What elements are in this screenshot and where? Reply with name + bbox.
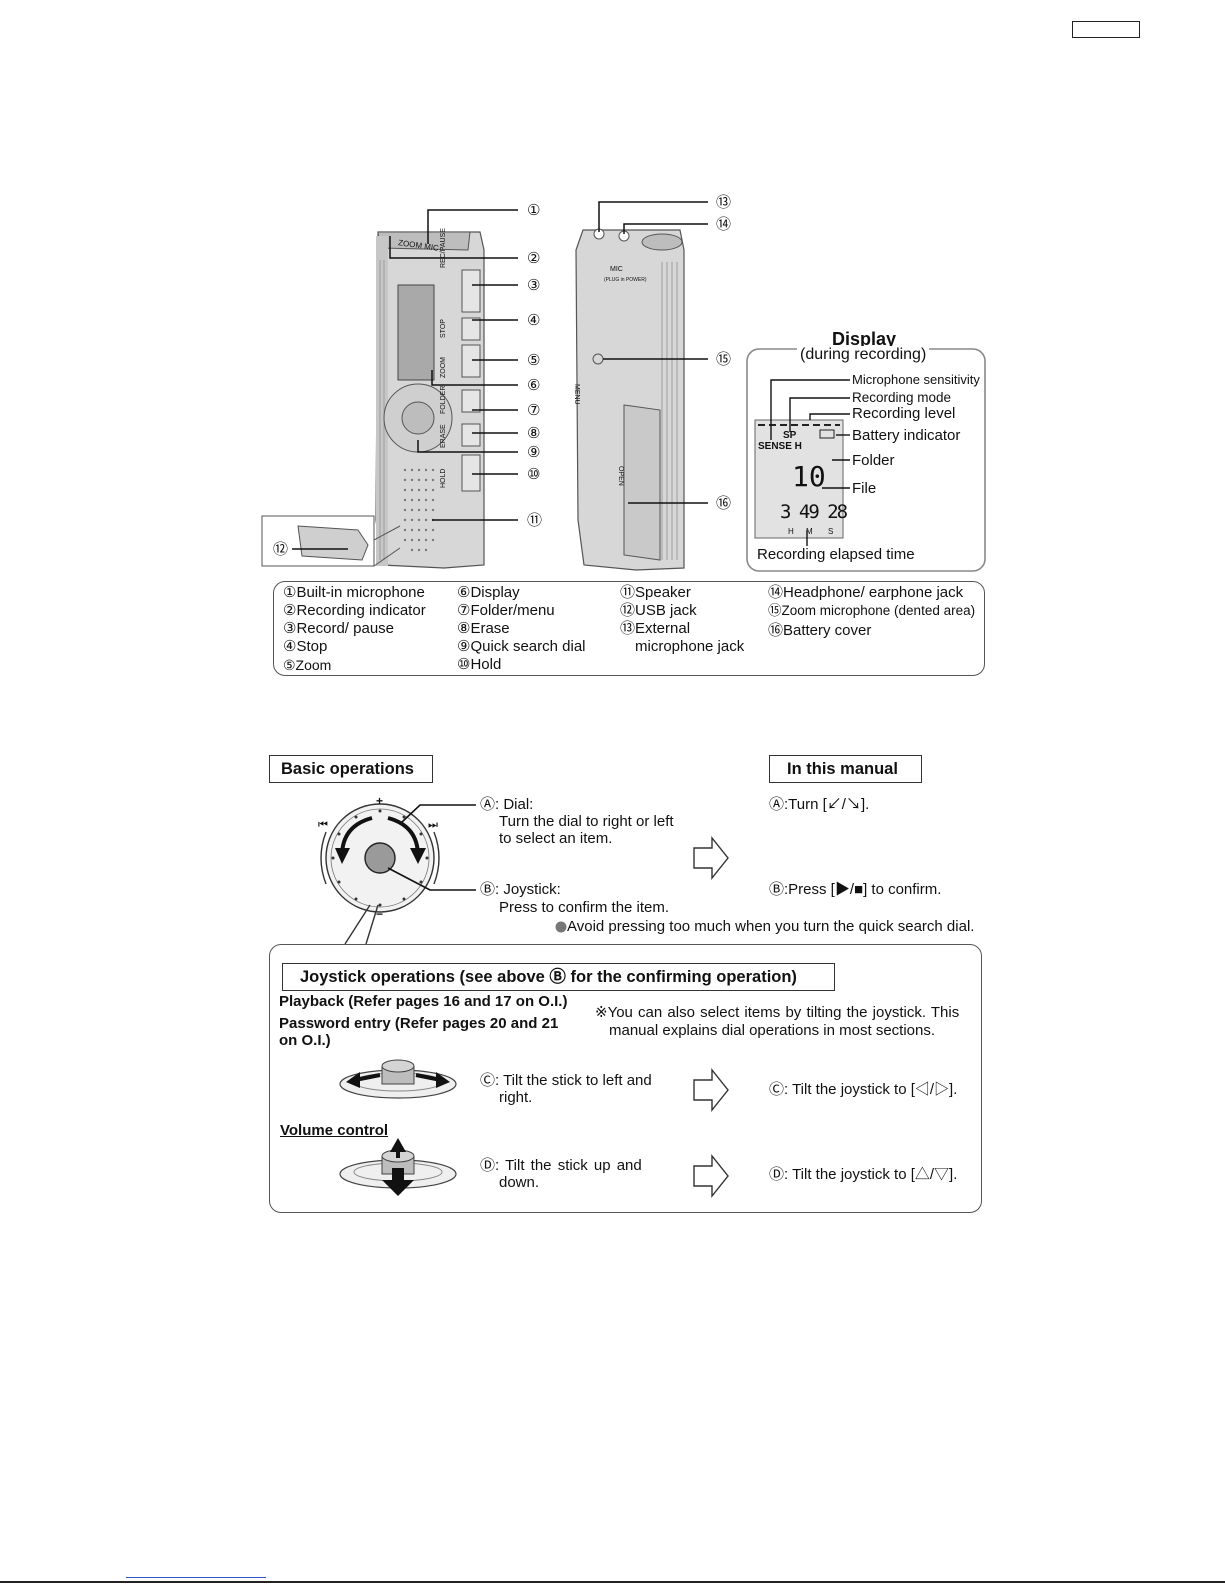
basic-operations-heading-box: Basic operations <box>269 755 433 783</box>
label-recording-mode: Recording mode <box>852 390 952 405</box>
plug-in-power-label: (PLUG in POWER) <box>604 277 647 283</box>
label-mic-sensitivity: Microphone sensitivity <box>852 372 980 387</box>
password-ref-2: on O.I.) <box>279 1032 331 1049</box>
lcd-file: 10 <box>792 460 826 493</box>
label-recording-level: Recording level <box>852 405 956 422</box>
legend-item: ①Built-in microphone <box>283 584 425 601</box>
display-title: Display <box>832 329 897 349</box>
dial-label: Ⓐ: Dial: <box>480 796 534 813</box>
dial-minus: − <box>376 907 384 921</box>
dial-fastforward-icon: ⏭ <box>428 819 438 831</box>
lcd-unit-h: H <box>788 527 794 536</box>
callout-13: ⑬ <box>716 193 732 211</box>
manual-press: Ⓑ:Press [▶/■] to confirm. <box>769 881 942 898</box>
legend-item: ⑩Hold <box>457 656 502 673</box>
tilt-lr-manual: Ⓒ: Tilt the joystick to [◁/▷]. <box>769 1081 958 1098</box>
legend-item: ⑥Display <box>457 584 520 601</box>
joystick-ops-heading-box: Joystick operations (see above Ⓑ for the… <box>282 963 835 991</box>
joystick-illustrations <box>339 1059 729 1198</box>
page-tag-box <box>1072 21 1140 38</box>
legend-item: ⑨Quick search dial <box>457 638 586 655</box>
label-folder: Folder <box>852 452 895 469</box>
tilt-ud-manual: Ⓓ: Tilt the joystick to [△/▽]. <box>769 1166 958 1183</box>
display-subtitle: (during recording) <box>797 346 930 364</box>
label-battery-indicator: Battery indicator <box>852 427 961 444</box>
legend-item: ③Record/ pause <box>283 620 395 637</box>
joystick-ops-heading: Joystick operations (see above Ⓑ for the… <box>300 968 797 986</box>
volume-control-heading: Volume control <box>280 1122 389 1139</box>
callout-15: ⑮ <box>716 350 732 368</box>
callout-6: ⑥ <box>527 376 541 394</box>
manual-turn: Ⓐ:Turn [↙/↘]. <box>769 796 870 813</box>
label-file: File <box>852 480 877 497</box>
lcd-unit-s: S <box>828 527 834 536</box>
legend-item: ⑯Battery cover <box>768 622 872 639</box>
footer-link-rule <box>126 1577 266 1578</box>
dial-plus: + <box>376 794 384 808</box>
lcd-mode: SP <box>783 430 797 441</box>
callout-10: ⑩ <box>527 465 541 483</box>
dial-rewind-icon: ⏮ <box>318 819 328 831</box>
legend-item: ⑫USB jack <box>620 602 697 619</box>
joystick-desc: Press to confirm the item. <box>499 899 670 916</box>
basic-operations-heading: Basic operations <box>281 760 414 778</box>
avoid-note: Avoid pressing too much when you turn th… <box>567 918 975 935</box>
parts-legend-box <box>273 581 985 676</box>
legend-item: ⑦Folder/menu <box>457 602 555 619</box>
joystick-ops-box <box>269 944 982 1213</box>
tilt-ud-2: down. <box>499 1174 540 1191</box>
legend-item: ⑮Zoom microphone (dented area) <box>768 603 976 618</box>
in-this-manual-heading-box: In this manual <box>769 755 922 783</box>
mic-label: MIC <box>610 266 623 273</box>
playback-ref: Playback (Refer pages 16 and 17 on O.I.) <box>279 993 568 1010</box>
tilt-ud-1: Ⓓ: Tilt the stick up and <box>480 1157 642 1174</box>
callout-9: ⑨ <box>527 443 541 461</box>
callout-4: ④ <box>527 311 541 329</box>
dial-desc-2: to select an item. <box>499 830 613 847</box>
legend-col-3: ⑪Speaker ⑫USB jack ⑬External microphone … <box>620 584 744 656</box>
dial-illustration <box>320 803 729 945</box>
legend-item: ⑧Erase <box>457 620 510 637</box>
callout-12: ⑫ <box>273 540 289 558</box>
callout-8: ⑧ <box>527 424 541 442</box>
legend-col-2: ⑥Display ⑦Folder/menu ⑧Erase ⑨Quick sear… <box>457 584 586 674</box>
label-elapsed-time: Recording elapsed time <box>757 546 915 563</box>
legend-col-4: ⑭Headphone/ earphone jack ⑮Zoom micropho… <box>768 584 975 640</box>
callout-7: ⑦ <box>527 401 541 419</box>
lcd-sens: SENSE H <box>758 441 802 452</box>
device-illustration <box>261 201 986 572</box>
legend-col-1: ①Built-in microphone ②Recording indicato… <box>283 584 426 674</box>
footer-rule <box>0 1581 1225 1583</box>
joystick-note-1: ※You can also select items by tilting th… <box>595 1004 960 1021</box>
password-ref-1: Password entry (Refer pages 20 and 21 <box>279 1015 559 1032</box>
callout-2: ② <box>527 249 541 267</box>
legend-item: ④Stop <box>283 638 328 655</box>
legend-item: ⑪Speaker <box>620 584 691 601</box>
lcd-time: 3 49 28 <box>780 501 848 523</box>
callout-11: ⑪ <box>527 511 543 529</box>
callout-3: ③ <box>527 276 541 294</box>
legend-item: microphone jack <box>635 638 745 655</box>
joystick-label: Ⓑ: Joystick: <box>480 881 561 898</box>
lcd-unit-m: M <box>806 527 813 536</box>
callout-1: ① <box>527 201 541 219</box>
legend-item: ②Recording indicator <box>283 602 426 619</box>
joystick-note-2: manual explains dial operations in most … <box>609 1022 936 1039</box>
tilt-lr-2: right. <box>499 1089 533 1106</box>
legend-item: ⑭Headphone/ earphone jack <box>768 584 964 601</box>
dial-desc-1: Turn the dial to right or left <box>499 813 674 830</box>
tilt-lr-1: Ⓒ: Tilt the stick to left and <box>480 1072 652 1089</box>
legend-item: ⑬External <box>620 620 691 637</box>
legend-item: ⑤Zoom <box>283 657 332 673</box>
callout-5: ⑤ <box>527 351 541 369</box>
callout-14: ⑭ <box>716 215 732 233</box>
callout-16: ⑯ <box>716 494 732 512</box>
in-this-manual-heading: In this manual <box>787 760 898 778</box>
